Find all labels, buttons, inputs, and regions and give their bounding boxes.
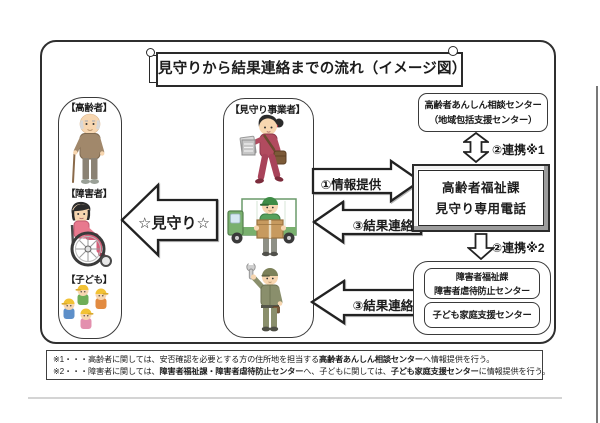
welfare-line1: 高齢者福祉課 — [441, 181, 520, 195]
label-children: 【子ども】 — [65, 275, 112, 286]
link1-double-arrow — [463, 132, 489, 163]
footnotes-box: ※1・・・高齢者に関しては、安否確認を必要とする方の住所地を担当する高齢者あんし… — [46, 350, 550, 380]
footnote-2: ※2・・・障害者に関しては、障害者福祉課・障害者虐待防止センターへ、子どもに関し… — [53, 366, 550, 376]
welfare-phone-box: 高齢者福祉課 見守り専用電話 — [412, 164, 550, 232]
shogai-line2: 障害者虐待防止センター — [434, 285, 530, 296]
banner-curl-left — [146, 48, 155, 57]
welfare-line2: 見守り専用電話 — [435, 202, 527, 216]
newspaper-delivery-woman-icon — [239, 114, 287, 184]
kodomo-line1: 子ども家庭支援センター — [432, 310, 532, 320]
elderly-person-icon — [72, 113, 105, 184]
page-edge-right — [596, 86, 598, 423]
info-provide-label: ①情報提供 — [320, 178, 382, 192]
banner-curl-right — [448, 46, 458, 56]
utility-worker-wrench-icon — [246, 261, 283, 332]
result-report-label-bottom: ③結果連絡 — [352, 299, 414, 313]
footnote-1: ※1・・・高齢者に関しては、安否確認を必要とする方の住所地を担当する高齢者あんし… — [53, 355, 495, 364]
shogai-line1: 障害者福祉課 — [455, 272, 509, 282]
anshin-consult-center-box: 高齢者あんしん相談センター （地域包括支援センター） — [418, 93, 548, 132]
kodomo-box: 子ども家庭支援センター — [424, 302, 540, 328]
wheelchair-user-icon — [70, 201, 112, 267]
welfare-phone-box-inner: 高齢者福祉課 見守り専用電話 — [418, 170, 544, 226]
label-disabled: 【障害者】 — [65, 189, 112, 200]
watch-arrow — [120, 182, 219, 258]
result-report-label-mid: ③結果連絡 — [352, 219, 414, 233]
link2-down-arrow — [467, 233, 495, 260]
label-elderly: 【高齢者】 — [65, 103, 112, 114]
anshin-line2: （地域包括支援センター） — [429, 115, 537, 125]
watch-arrow-label: ☆見守り☆ — [138, 215, 210, 232]
page-edge-bottom — [28, 397, 562, 399]
page-title: 見守りから結果連絡までの流れ（イメージ図） — [156, 52, 466, 87]
link2-label: ②連携※2 — [492, 241, 545, 255]
delivery-driver-truck-icon — [227, 197, 297, 257]
referral-group-box: 障害者福祉課 障害者虐待防止センター 子ども家庭支援センター — [413, 261, 551, 335]
info-provide-arrow — [311, 158, 423, 204]
shogai-box: 障害者福祉課 障害者虐待防止センター — [424, 268, 540, 299]
anshin-line1: 高齢者あんしん相談センター — [424, 100, 542, 110]
children-icon — [61, 285, 109, 329]
link1-label: ②連携※1 — [492, 143, 545, 157]
watch-operators-title: 【見守り事業者】 — [229, 105, 306, 116]
